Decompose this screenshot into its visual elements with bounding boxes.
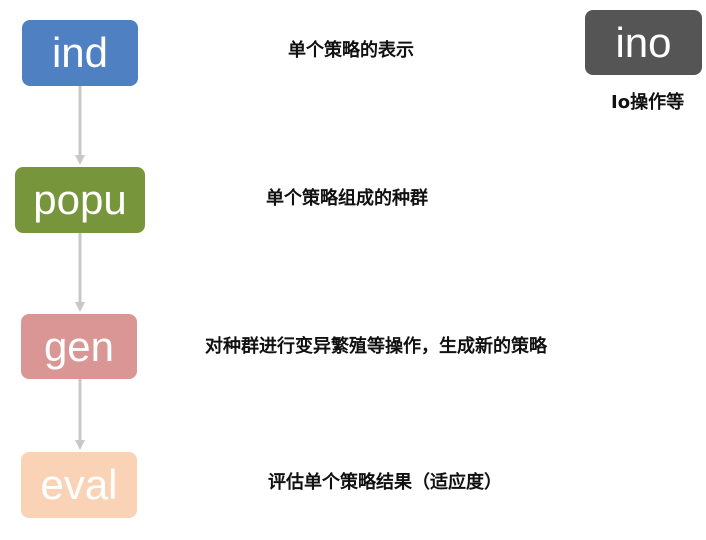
node-ino: ino [585, 10, 702, 75]
desc-eval: 评估单个策略结果（适应度） [268, 472, 502, 493]
node-popu: popu [15, 167, 145, 233]
node-eval: eval [21, 452, 137, 518]
desc-ind: 单个策略的表示 [288, 40, 414, 61]
node-gen: gen [21, 314, 137, 379]
desc-popu: 单个策略组成的种群 [266, 188, 428, 209]
desc-gen: 对种群进行变异繁殖等操作，生成新的策略 [205, 336, 547, 357]
desc-ino: Io操作等 [611, 92, 685, 113]
node-ind: ind [22, 20, 138, 86]
